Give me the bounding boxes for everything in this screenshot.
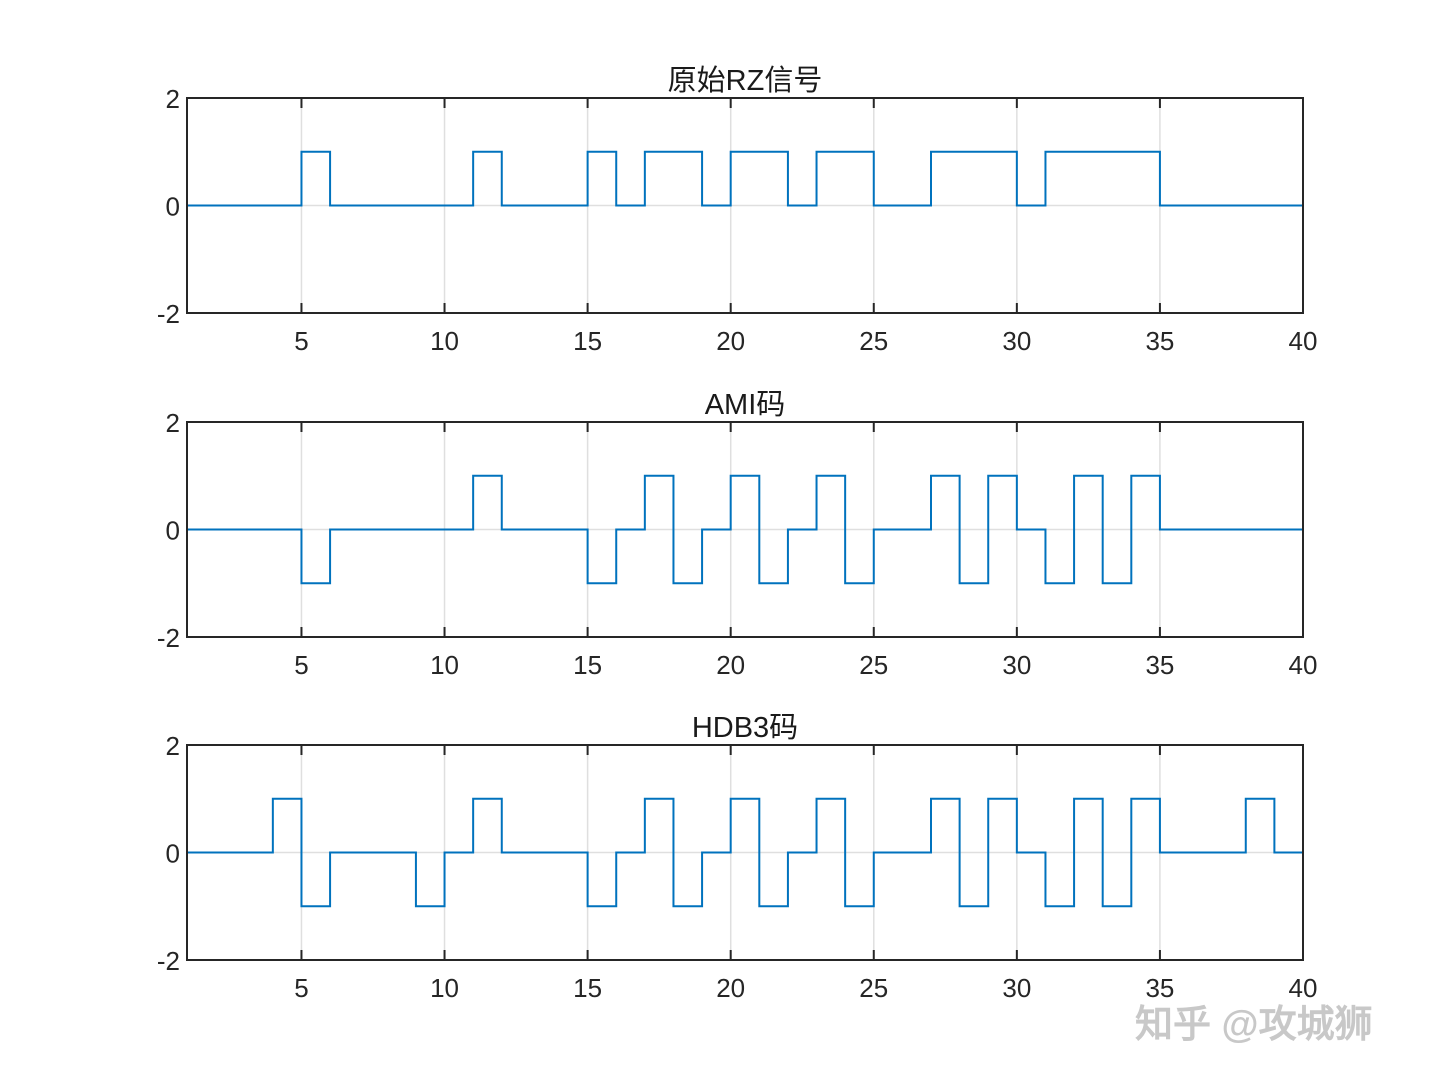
x-tick-label: 10 — [430, 326, 459, 356]
x-tick-label: 20 — [716, 326, 745, 356]
x-tick-label: 35 — [1145, 973, 1174, 1003]
x-tick-label: 35 — [1145, 650, 1174, 680]
x-tick-label: 10 — [430, 650, 459, 680]
y-tick-label: -2 — [157, 946, 180, 976]
x-tick-label: 35 — [1145, 326, 1174, 356]
y-tick-label: 2 — [166, 408, 180, 438]
signal-line — [186, 150, 1303, 207]
y-tick-label: 0 — [166, 192, 180, 222]
x-tick-label: 25 — [859, 326, 888, 356]
y-tick-label: 0 — [166, 516, 180, 546]
x-tick-label: 5 — [294, 973, 308, 1003]
y-tick-label: 2 — [166, 731, 180, 761]
subplot-title: AMI码 — [705, 389, 786, 421]
x-tick-label: 25 — [859, 650, 888, 680]
subplot-title: 原始RZ信号 — [668, 64, 823, 97]
y-tick-label: -2 — [157, 623, 180, 653]
x-tick-label: 30 — [1002, 326, 1031, 356]
subplot-title: HDB3码 — [692, 712, 798, 744]
x-tick-label: 40 — [1289, 650, 1318, 680]
x-tick-label: 25 — [859, 973, 888, 1003]
y-tick-label: -2 — [157, 299, 180, 329]
watermark: 知乎 @攻城狮 — [1135, 1004, 1373, 1046]
x-tick-label: 40 — [1289, 973, 1318, 1003]
x-tick-label: 5 — [294, 650, 308, 680]
y-tick-label: 2 — [166, 84, 180, 114]
x-tick-label: 40 — [1289, 326, 1318, 356]
x-tick-label: 5 — [294, 326, 308, 356]
axes-frame — [186, 97, 1304, 314]
axes-frame — [186, 421, 1304, 638]
x-tick-label: 15 — [573, 650, 602, 680]
x-tick-label: 30 — [1002, 973, 1031, 1003]
signal-line — [186, 797, 1303, 908]
x-tick-label: 15 — [573, 326, 602, 356]
signal-line — [186, 474, 1303, 585]
y-tick-label: 0 — [166, 839, 180, 869]
x-tick-label: 20 — [716, 973, 745, 1003]
axes-frame — [186, 744, 1304, 961]
x-tick-label: 15 — [573, 973, 602, 1003]
x-tick-label: 20 — [716, 650, 745, 680]
x-tick-label: 10 — [430, 973, 459, 1003]
x-tick-label: 30 — [1002, 650, 1031, 680]
